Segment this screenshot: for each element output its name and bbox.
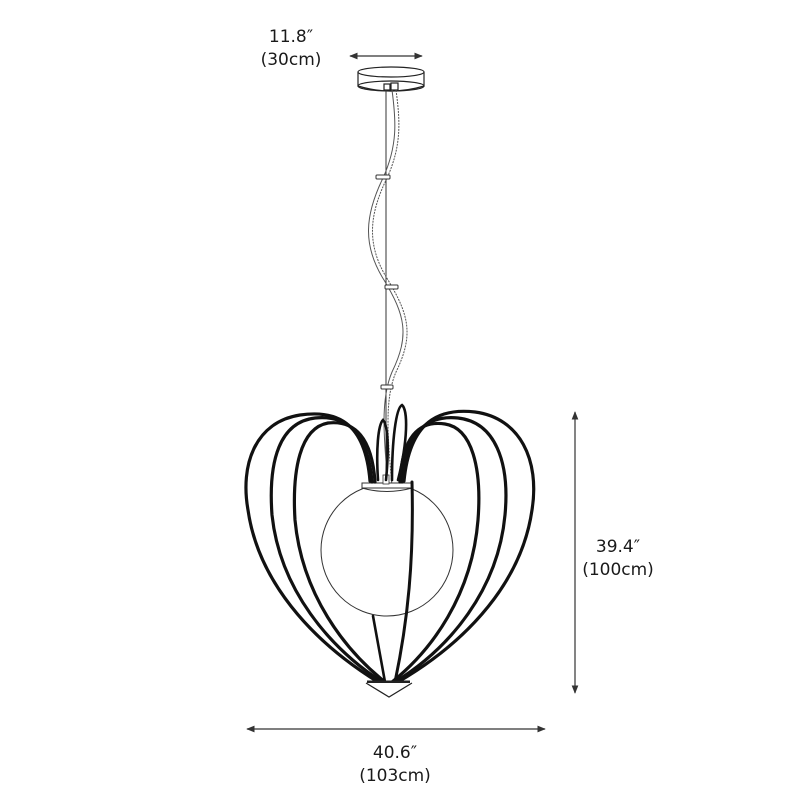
height-dimension-inches: 39.4″ <box>595 537 641 557</box>
width-dimension-inches: 40.6″ <box>372 743 418 763</box>
heart-shaped-ribbon-frame <box>244 403 536 684</box>
height-dimension-label: 39.4″ (100cm) <box>568 536 668 582</box>
width-dimension-cm: (103cm) <box>359 766 431 786</box>
bottom-finial <box>365 680 413 698</box>
height-dimension-cm: (100cm) <box>582 560 654 580</box>
cord-clips <box>375 174 399 390</box>
glass-globe-bulb <box>320 474 454 617</box>
width-dimension-label: 40.6″ (103cm) <box>340 742 450 788</box>
power-cord <box>368 89 408 487</box>
canopy-dimension-label: 11.8″ (30cm) <box>246 26 336 72</box>
canopy-dimension-inches: 11.8″ <box>268 27 314 47</box>
ceiling-canopy <box>357 66 425 92</box>
canopy-dimension-cm: (30cm) <box>260 50 322 70</box>
